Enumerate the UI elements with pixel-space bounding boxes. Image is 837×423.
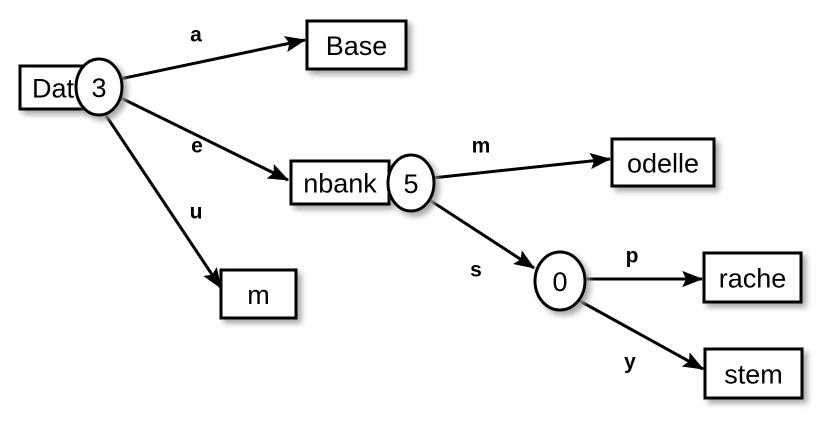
node-rect bbox=[702, 251, 803, 304]
edge-n7-to-n9 bbox=[577, 298, 705, 371]
edges-layer bbox=[103, 36, 705, 371]
edge-label-e6: y bbox=[624, 351, 636, 374]
edge-labels-layer: a e u m s p y bbox=[190, 24, 639, 374]
node-label-n7: 0 bbox=[552, 267, 567, 297]
node-label-n2: Base bbox=[326, 31, 388, 61]
edge-n1-to-n5 bbox=[103, 113, 223, 289]
node-label-n8: rache bbox=[719, 264, 787, 294]
node-label-n9: stem bbox=[724, 360, 783, 390]
node-label-n0: Dat bbox=[32, 74, 75, 104]
edge-label-e0: a bbox=[190, 24, 202, 47]
edge-label-e5: p bbox=[626, 245, 639, 268]
edge-n4-to-n7 bbox=[427, 197, 536, 270]
node-base[interactable] bbox=[305, 19, 408, 71]
edge-label-e4: s bbox=[470, 259, 482, 282]
node-rect bbox=[219, 268, 298, 320]
nodes-layer: Dat 3 Base nbank 5 m odelle 0 rache stem bbox=[18, 19, 804, 400]
node-0[interactable] bbox=[533, 250, 587, 312]
node-label-n5: m bbox=[247, 280, 270, 310]
node-rect bbox=[610, 137, 716, 188]
edge-n4-to-n6 bbox=[431, 153, 612, 180]
edge-label-e3: m bbox=[472, 135, 491, 158]
edge-label-e2: u bbox=[190, 201, 203, 224]
node-nbank[interactable] bbox=[289, 159, 391, 206]
node-rect bbox=[703, 347, 804, 400]
node-ellipse bbox=[386, 153, 436, 213]
node-label-n3: nbank bbox=[303, 169, 377, 199]
node-ellipse bbox=[533, 250, 587, 312]
edge-label-e1: e bbox=[191, 135, 203, 158]
node-rect bbox=[305, 19, 408, 71]
node-3[interactable] bbox=[74, 57, 124, 117]
node-rache[interactable] bbox=[702, 251, 803, 304]
node-label-n6: odelle bbox=[627, 149, 699, 179]
edge-n1-to-n2 bbox=[119, 36, 307, 81]
node-stem[interactable] bbox=[703, 347, 804, 400]
node-rect bbox=[289, 159, 391, 206]
node-label-n4: 5 bbox=[403, 169, 418, 199]
node-odelle[interactable] bbox=[610, 137, 716, 188]
node-m[interactable] bbox=[219, 268, 298, 320]
node-label-n1: 3 bbox=[91, 73, 106, 103]
edge-n1-to-n3 bbox=[116, 94, 290, 182]
node-ellipse bbox=[74, 57, 124, 117]
node-5[interactable] bbox=[386, 153, 436, 213]
